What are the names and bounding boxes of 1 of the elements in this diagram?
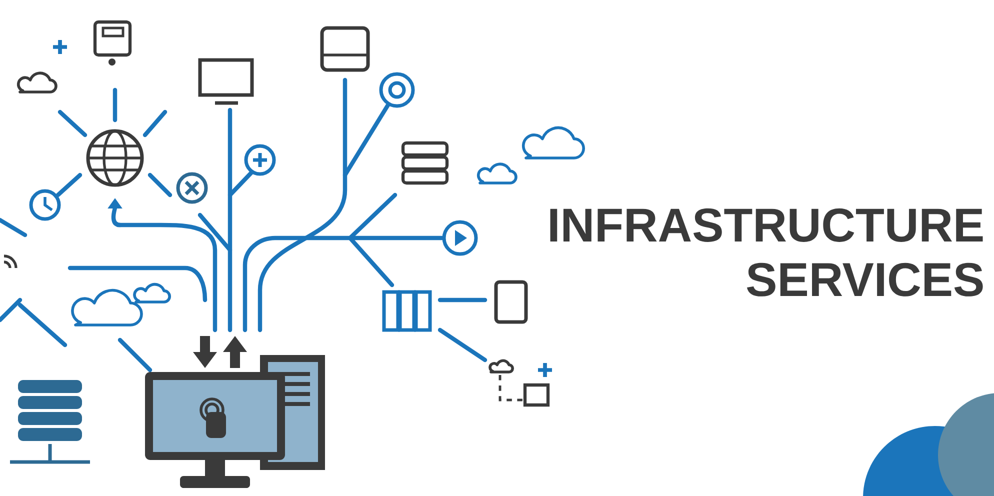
- title: INFRASTRUCTURE SERVICES: [550, 208, 983, 296]
